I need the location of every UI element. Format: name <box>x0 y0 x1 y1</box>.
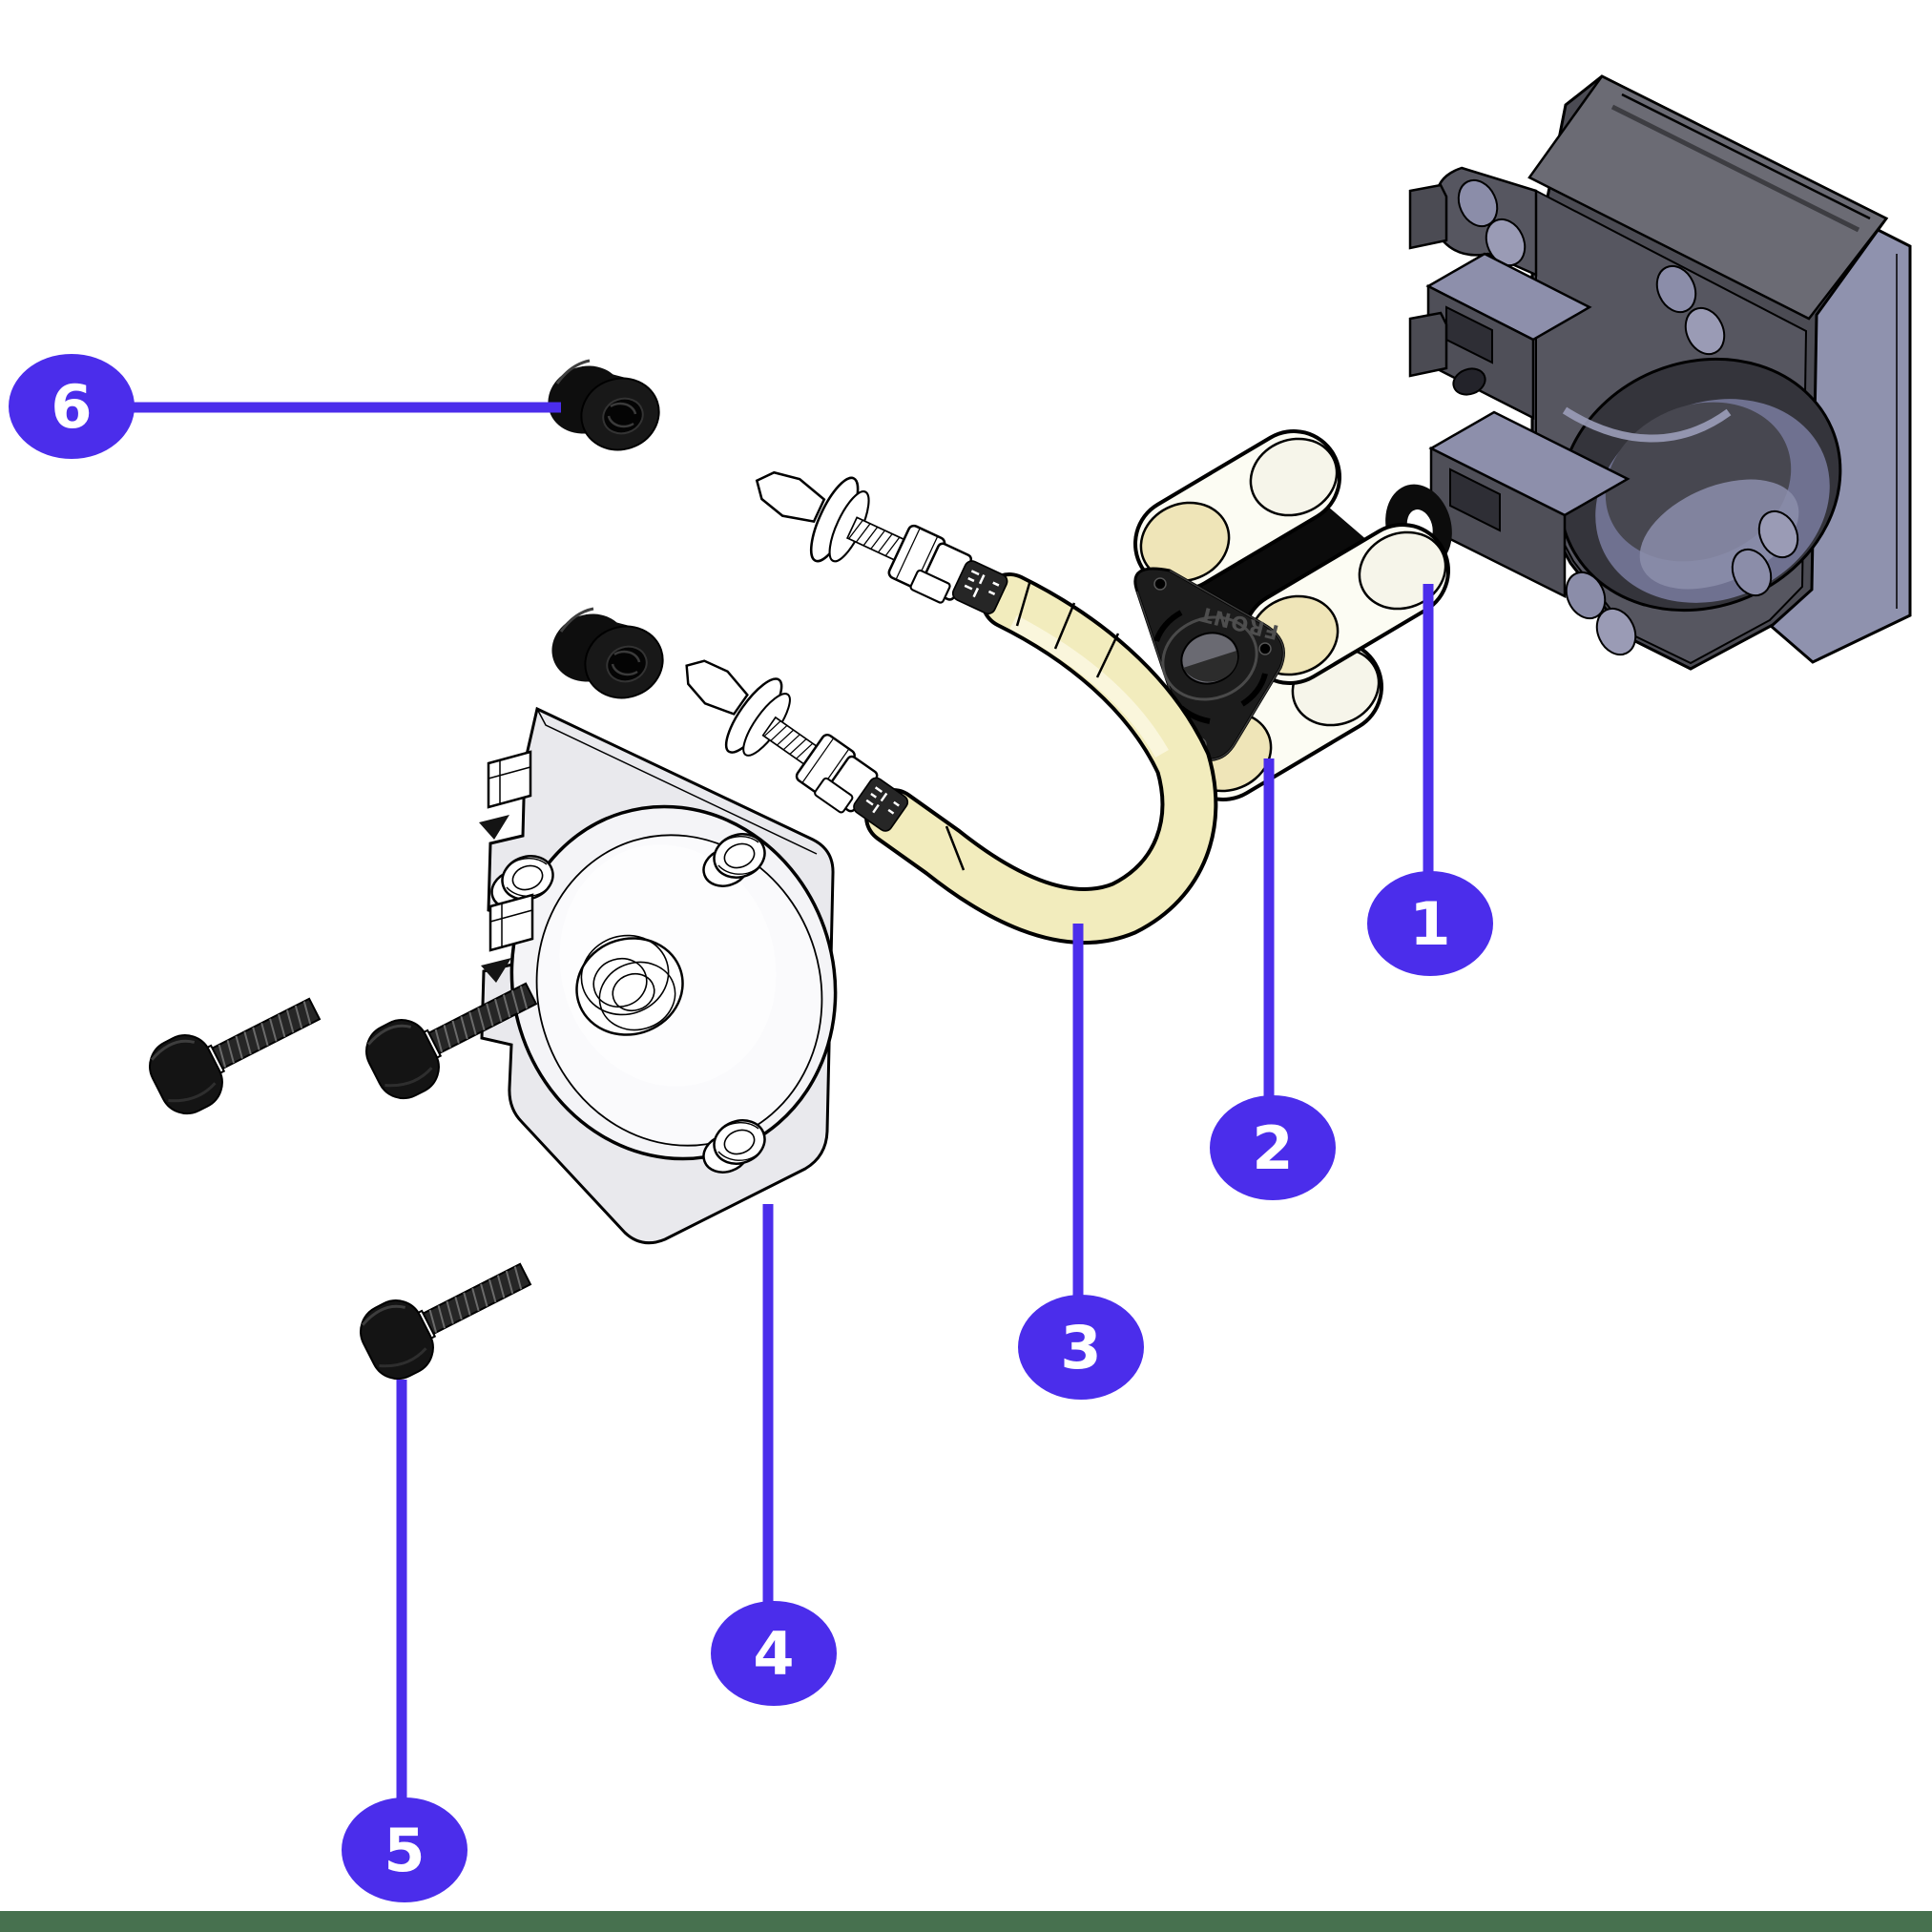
callout-6-number: 6 <box>51 372 92 442</box>
rotor-roller <box>1133 429 1341 592</box>
housing-tab-lower <box>1408 311 1448 378</box>
callout-6[interactable]: 6 <box>9 354 135 459</box>
callout-leader-lines <box>132 402 1434 1799</box>
pump-tube-assembly <box>658 440 1218 945</box>
face-plate-boss <box>702 1119 766 1174</box>
face-plate-boss <box>702 833 766 887</box>
thumb-screw-1 <box>138 973 334 1125</box>
callout-6-bubble <box>9 354 135 459</box>
callout-3-bubble <box>1018 1295 1144 1400</box>
grommet-bottom <box>541 602 674 710</box>
callout-3[interactable]: 3 <box>1018 1295 1144 1400</box>
callout-1-number: 1 <box>1409 889 1450 959</box>
face-plate-clip <box>481 893 534 983</box>
pump-housing <box>1408 74 1912 671</box>
face-plate-hub <box>575 934 684 1036</box>
callout-1[interactable]: 1 <box>1367 871 1493 976</box>
rotor-roller <box>1242 523 1450 685</box>
footer-bar <box>0 1911 1932 1932</box>
housing-top-face <box>1527 74 1888 321</box>
callout-5-bubble <box>342 1797 467 1902</box>
callout-3-number: 3 <box>1060 1313 1101 1382</box>
tube-fitting-top <box>735 440 1022 640</box>
callout-4[interactable]: 4 <box>711 1601 837 1706</box>
housing-tab-upper <box>1408 183 1448 250</box>
callout-5-number: 5 <box>384 1816 425 1885</box>
callout-5[interactable]: 5 <box>342 1797 467 1902</box>
thumb-screw-3 <box>349 1238 545 1390</box>
callout-2-number: 2 <box>1252 1113 1293 1183</box>
roller-rotor-assembly: FRONT <box>1133 429 1450 801</box>
callout-1-bubble <box>1367 871 1493 976</box>
callout-4-number: 4 <box>753 1619 794 1689</box>
callout-2-bubble <box>1210 1095 1336 1200</box>
face-plate-clip <box>479 750 532 840</box>
callout-4-bubble <box>711 1601 837 1706</box>
pump-face-plate <box>479 706 838 1245</box>
callout-2[interactable]: 2 <box>1210 1095 1336 1200</box>
